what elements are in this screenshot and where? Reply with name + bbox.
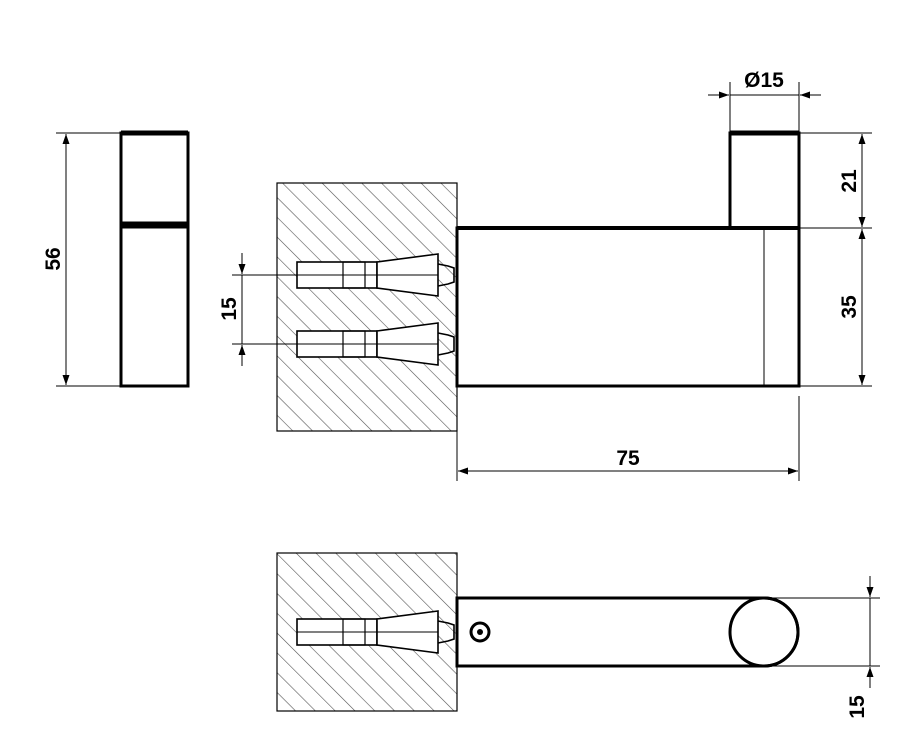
- dimension-body-height: 35: [799, 229, 872, 387]
- dimension-tip-height: 21: [799, 132, 872, 229]
- plan-hook-arm: [455, 596, 800, 668]
- front-hook-arm: [455, 226, 801, 388]
- plan-hook-tip-circle: [728, 596, 800, 668]
- dimension-projection-length: 75: [456, 396, 800, 481]
- side-view-body: [119, 131, 190, 388]
- side-view: [119, 130, 190, 388]
- plan-screw-hole-outer: [469, 621, 491, 643]
- projection-length-label: 75: [616, 447, 640, 470]
- dimension-side-height: 56: [42, 132, 121, 387]
- side-height-label: 56: [42, 247, 65, 270]
- plan-width-label: 15: [846, 695, 869, 719]
- front-hook-body: [455, 130, 801, 388]
- tip-diameter-label: Ø15: [744, 69, 784, 92]
- plan-screw-hole-inner: [477, 629, 483, 635]
- front-wall-section: [276, 182, 458, 432]
- dimension-anchor-spacing: 15: [218, 253, 297, 366]
- front-anchor-bottom: [296, 322, 458, 366]
- plan-anchor: [296, 610, 458, 654]
- front-anchor-top: [296, 253, 458, 297]
- plan-hook-body: [455, 596, 800, 668]
- front-wall-hatch: [276, 182, 458, 432]
- dimension-tip-diameter: Ø15: [708, 69, 821, 133]
- front-hook-tip: [728, 131, 801, 230]
- dimension-plan-width: 15: [764, 576, 880, 719]
- body-height-label: 35: [838, 295, 861, 319]
- anchor-spacing-label: 15: [218, 297, 241, 321]
- tip-height-label: 21: [838, 169, 861, 193]
